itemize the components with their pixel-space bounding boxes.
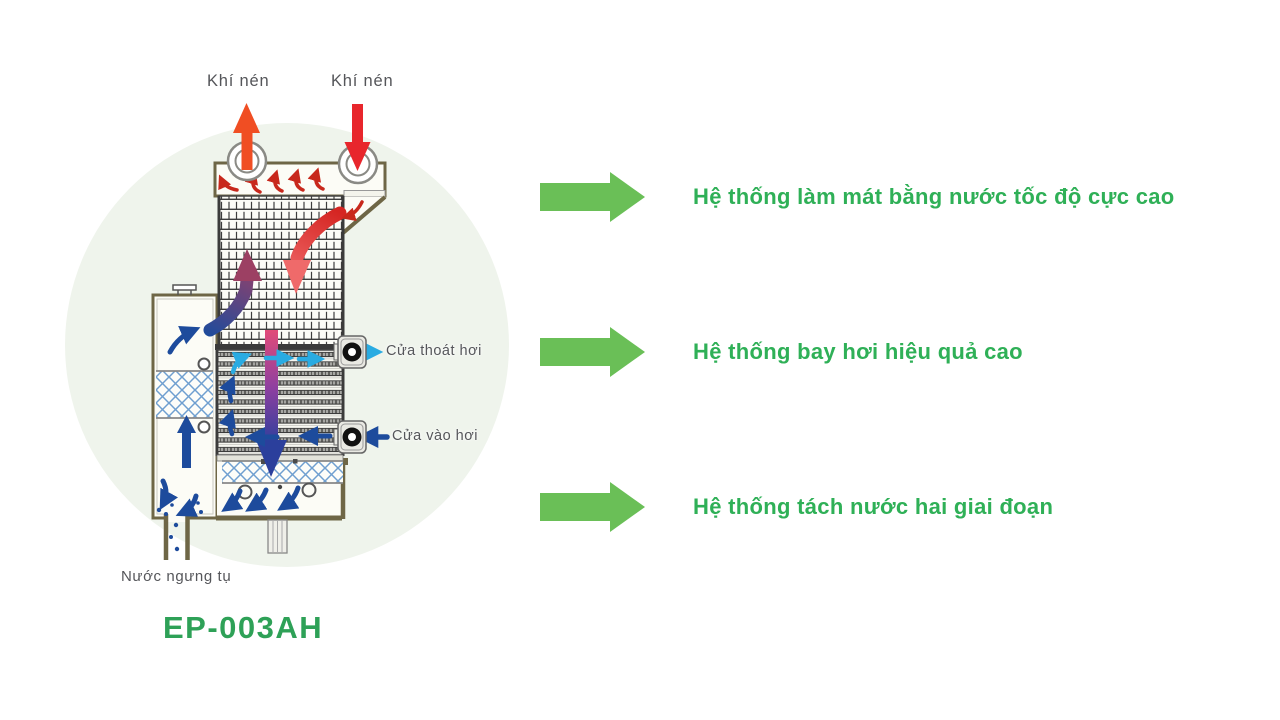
drain-droplets [156, 501, 203, 552]
vapor-outlet-label: Cửa thoát hơi [386, 343, 482, 359]
water-spray-arrows [159, 478, 301, 517]
hot-air-up-arrow-icon [233, 103, 260, 170]
green-right-arrow-icon [540, 482, 645, 532]
feature-row: Hệ thống làm mát bằng nước tốc độ cực ca… [540, 172, 1175, 222]
vapor-arrows [230, 343, 384, 375]
demister-pads [156, 370, 343, 484]
condensate-label: Nước ngưng tụ [121, 568, 232, 585]
cooled-flow-curve-icon [203, 249, 262, 337]
circulation-arrows [167, 326, 390, 448]
vapor-outlet-port [333, 335, 367, 369]
hot-flow-curve-icon [283, 206, 347, 294]
feature-label: Hệ thống tách nước hai giai đoạn [693, 494, 1054, 519]
compressed-air-out-label: Khí nén [207, 72, 270, 90]
vapor-inlet-label: Cửa vào hơi [392, 428, 478, 444]
feature-label: Hệ thống làm mát bằng nước tốc độ cực ca… [693, 184, 1175, 209]
green-right-arrow-icon [540, 172, 645, 222]
feature-label: Hệ thống bay hơi hiệu quả cao [693, 339, 1023, 364]
model-label: EP-003AH [163, 610, 324, 645]
compressed-air-in-label: Khí nén [331, 72, 394, 90]
water-up-arrow-icon [177, 415, 196, 468]
feature-row: Hệ thống bay hơi hiệu quả cao [540, 327, 1023, 377]
green-right-arrow-icon [540, 327, 645, 377]
vapor-inlet-port [333, 420, 367, 454]
feature-row: Hệ thống tách nước hai giai đoạn [540, 482, 1053, 532]
hot-air-down-arrow-icon [344, 104, 371, 171]
